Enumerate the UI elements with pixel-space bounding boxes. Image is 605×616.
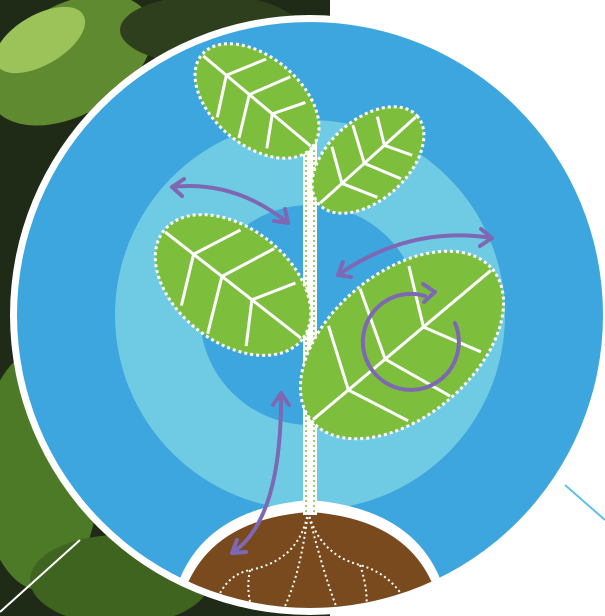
diagram-canvas xyxy=(0,0,605,616)
plant-process-diagram xyxy=(0,0,605,616)
